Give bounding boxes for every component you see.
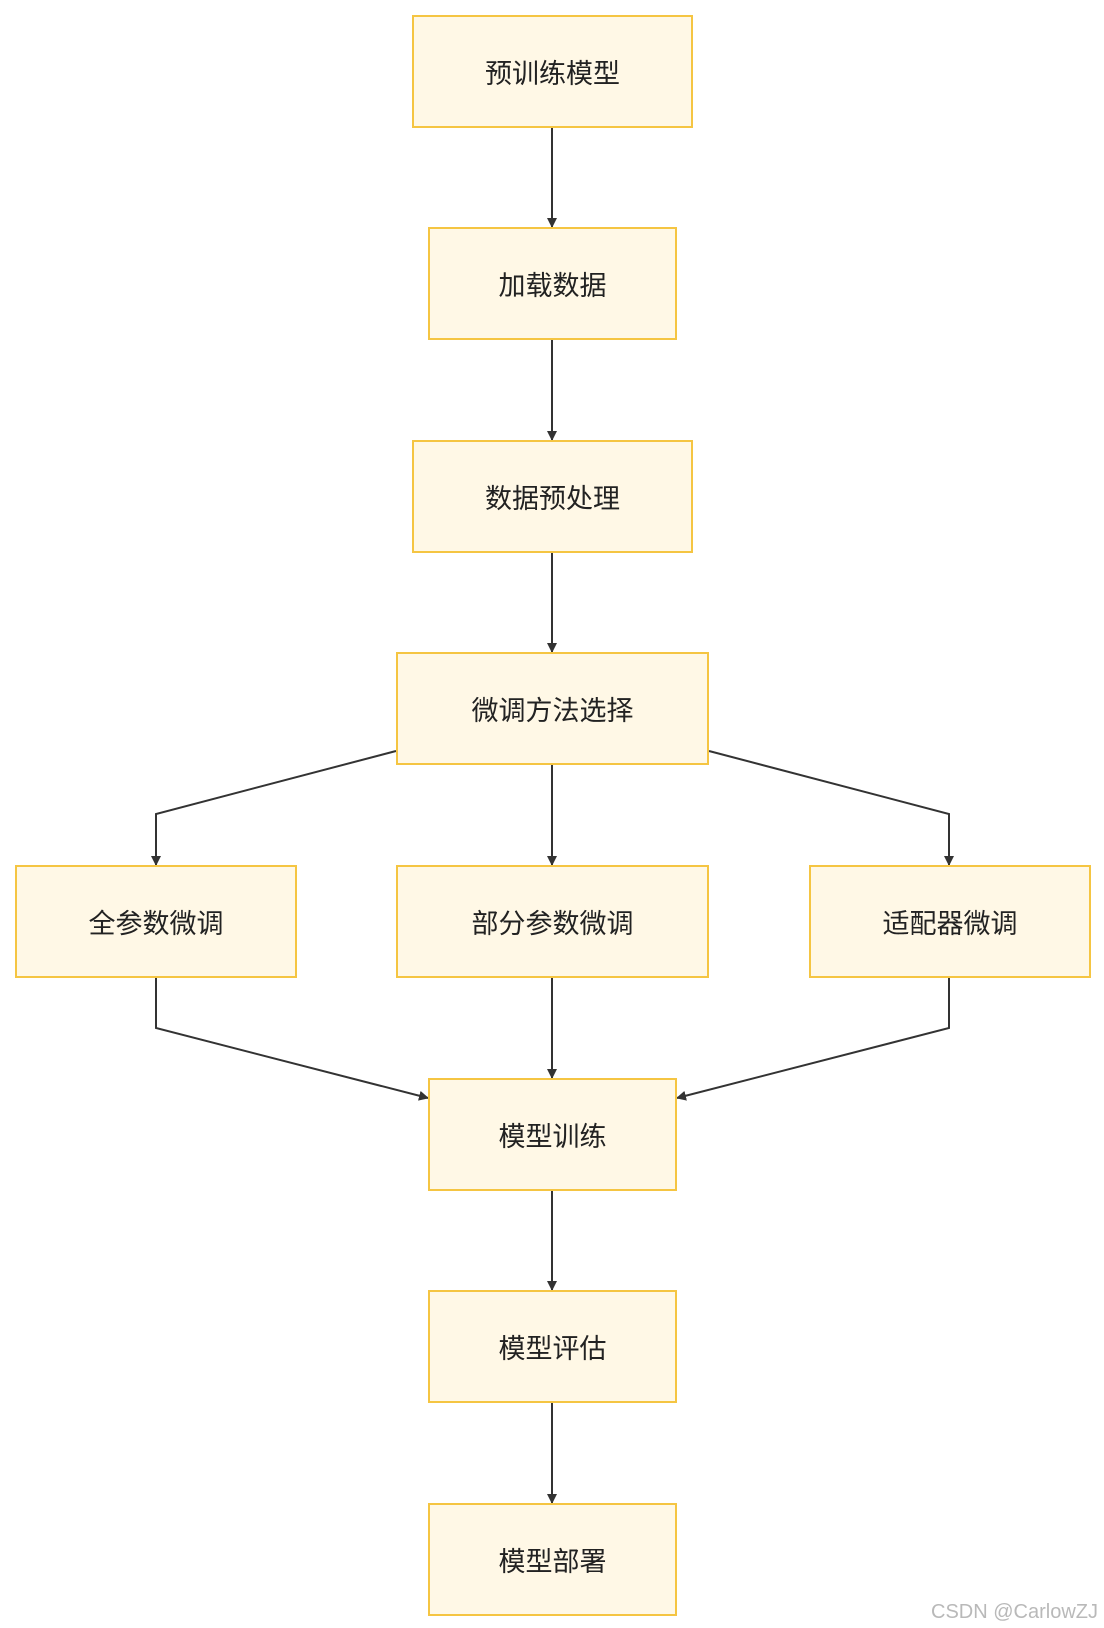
node-full-finetune: 全参数微调 xyxy=(15,865,297,978)
node-label: 模型部署 xyxy=(498,1547,607,1578)
node-label: 预训练模型 xyxy=(485,59,620,90)
node-label: 微调方法选择 xyxy=(471,696,634,727)
node-label: 加载数据 xyxy=(498,271,607,302)
node-label: 全参数微调 xyxy=(88,909,224,940)
watermark: CSDN @CarlowZJ xyxy=(931,1601,1098,1623)
node-label: 模型评估 xyxy=(498,1334,607,1365)
edge-n4-n7 xyxy=(708,750,954,866)
edge-n5-n8 xyxy=(155,978,429,1101)
edge-n4-n5 xyxy=(151,750,397,866)
node-data-preprocessing: 数据预处理 xyxy=(412,440,693,553)
node-model-deployment: 模型部署 xyxy=(428,1503,677,1616)
node-model-evaluation: 模型评估 xyxy=(428,1290,677,1403)
node-method-selection: 微调方法选择 xyxy=(396,652,709,765)
edge-n7-n8 xyxy=(676,978,950,1101)
node-label: 适配器微调 xyxy=(882,909,1018,940)
node-label: 模型训练 xyxy=(498,1122,607,1153)
node-adapter-finetune: 适配器微调 xyxy=(809,865,1091,978)
node-partial-finetune: 部分参数微调 xyxy=(396,865,709,978)
node-pretrained-model: 预训练模型 xyxy=(412,15,693,128)
node-model-training: 模型训练 xyxy=(428,1078,677,1191)
node-load-data: 加载数据 xyxy=(428,227,677,340)
node-label: 部分参数微调 xyxy=(471,909,634,940)
node-label: 数据预处理 xyxy=(485,484,620,515)
